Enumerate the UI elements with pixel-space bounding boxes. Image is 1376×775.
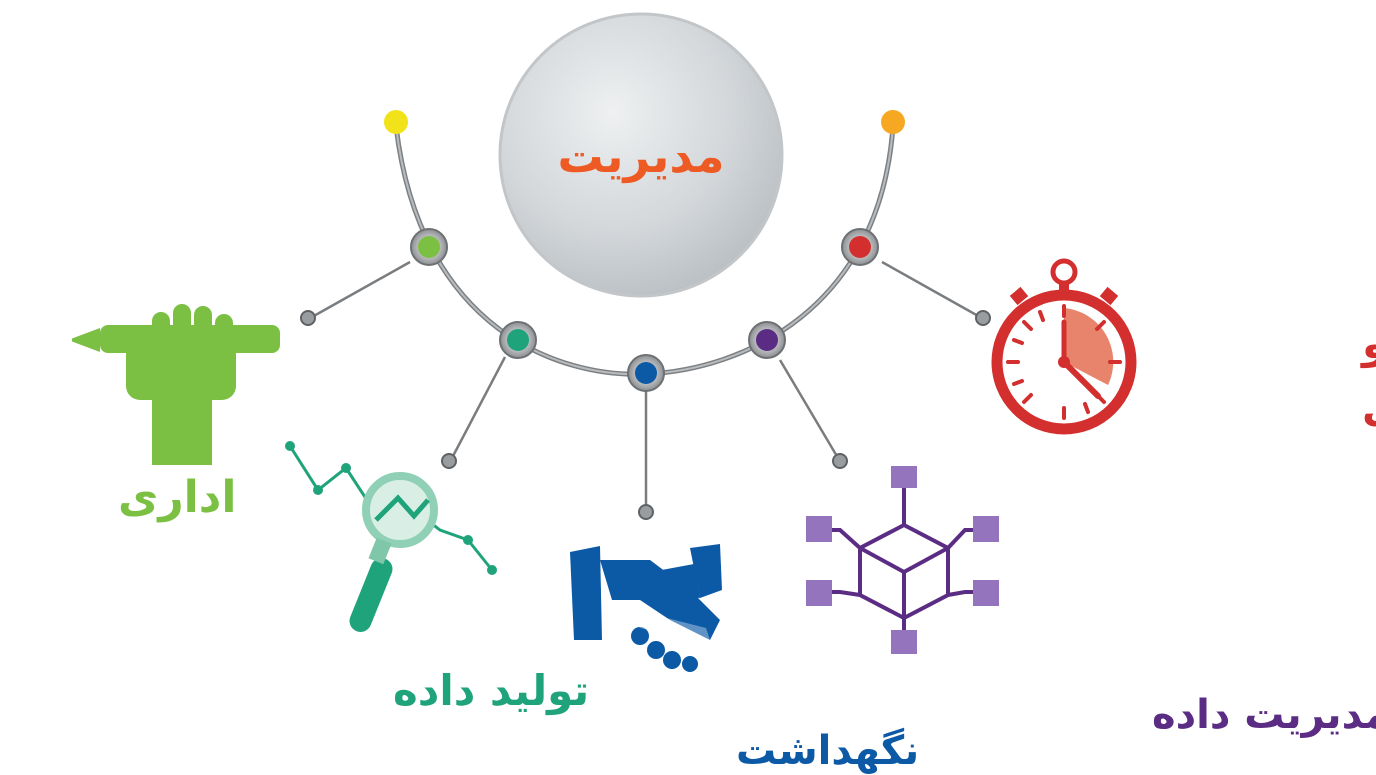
label-data-management: مدیریت داده xyxy=(1152,692,1376,738)
magnifier-chart-icon xyxy=(285,441,497,632)
node-maintenance xyxy=(635,362,657,384)
spoke-end-dot xyxy=(638,504,654,520)
label-production: تولید داده xyxy=(393,666,589,716)
node-production xyxy=(507,329,529,351)
node-admin xyxy=(418,236,440,258)
arc-end-dot-right xyxy=(881,110,905,134)
center-circle xyxy=(498,12,784,298)
spoke-end-dot xyxy=(832,453,848,469)
node-data-management xyxy=(756,329,778,351)
spoke-end-dot xyxy=(300,310,316,326)
center-title: مدیریت xyxy=(558,129,725,183)
handshake-icon xyxy=(570,544,722,672)
arc-end-dot-left xyxy=(384,110,408,134)
hand-holding-pen-icon xyxy=(62,304,280,465)
spoke-end-dot xyxy=(441,453,457,469)
spoke-end-dot xyxy=(975,310,991,326)
stopwatch-icon xyxy=(991,258,1137,435)
label-maintenance: نگهداشت xyxy=(736,727,919,774)
label-measurement-line1: سنجش و xyxy=(1360,319,1376,369)
label-measurement-line2: اندازه گیری xyxy=(1362,383,1376,433)
node-measurement xyxy=(849,236,871,258)
label-admin: اداری xyxy=(118,472,236,523)
network-cube-icon xyxy=(806,466,999,654)
spokes xyxy=(311,260,981,508)
